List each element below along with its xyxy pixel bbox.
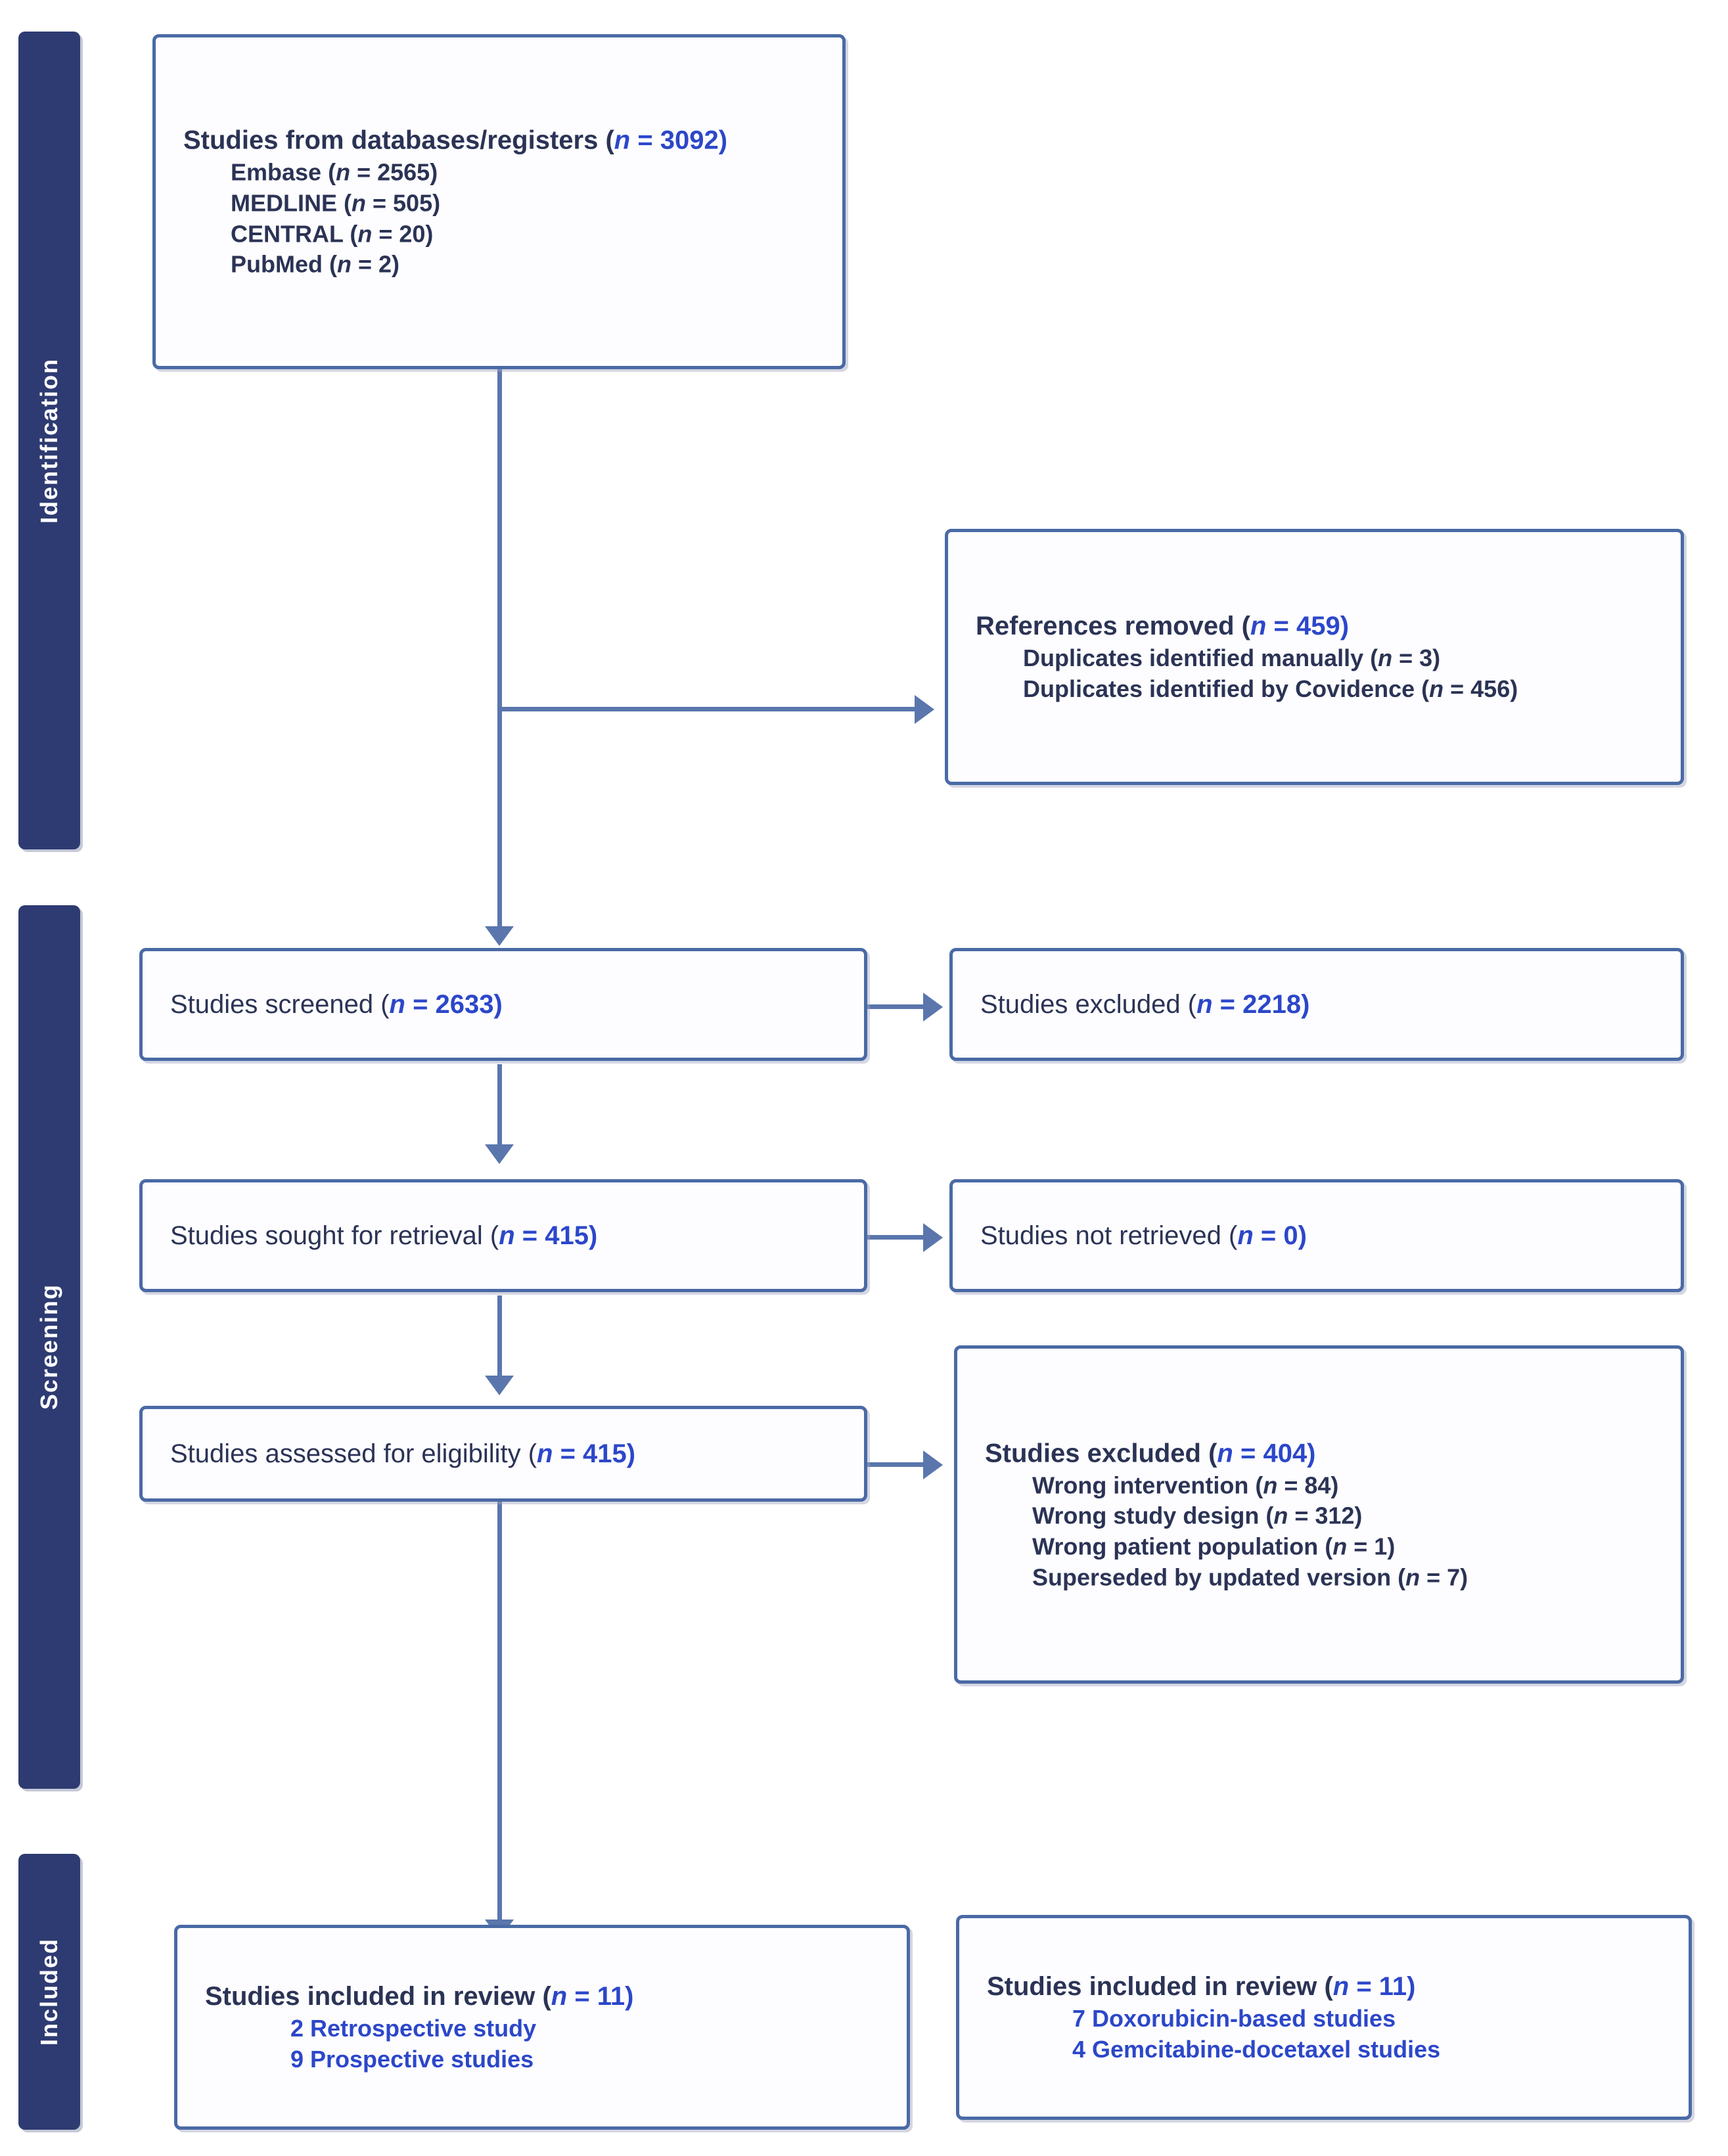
box-studies-included-left: Studies included in review (n = 11) 2 Re… bbox=[174, 1925, 910, 2130]
box-studies-included-right: Studies included in review (n = 11) 7 Do… bbox=[956, 1915, 1692, 2120]
box-excluded-reason: Superseded by updated version (n = 7) bbox=[1032, 1563, 1468, 1591]
arrowhead-to-screened bbox=[485, 926, 514, 946]
box-included-left-item: 9 Prospective studies bbox=[290, 2046, 534, 2073]
connector-databases-to-screened bbox=[497, 368, 502, 934]
connector-to-references-removed bbox=[497, 707, 918, 711]
box-included-right-item: 4 Gemcitabine-docetaxel studies bbox=[1072, 2036, 1441, 2063]
connector-screened-to-sought bbox=[497, 1064, 502, 1150]
box-references-removed-item: Duplicates identified by Covidence (n = … bbox=[1023, 675, 1518, 702]
box-studies-excluded-screening-title: Studies excluded (n = 2218) bbox=[980, 990, 1310, 1019]
connector-sought-to-assessed bbox=[497, 1295, 502, 1381]
stage-bar-included: Included bbox=[18, 1854, 80, 2130]
box-databases-item: PubMed (n = 2) bbox=[231, 250, 400, 278]
box-databases-item: MEDLINE (n = 505) bbox=[231, 189, 441, 217]
box-studies-sought-for-retrieval: Studies sought for retrieval (n = 415) bbox=[139, 1179, 867, 1292]
box-studies-not-retrieved-title: Studies not retrieved (n = 0) bbox=[980, 1221, 1307, 1250]
arrowhead-to-references-removed bbox=[915, 695, 934, 724]
arrowhead-sought-to-assessed bbox=[485, 1376, 514, 1395]
box-references-removed-title: References removed (n = 459) bbox=[976, 612, 1350, 641]
box-included-right-title: Studies included in review (n = 11) bbox=[987, 1972, 1416, 2002]
box-included-left-item: 2 Retrospective study bbox=[290, 2015, 537, 2042]
box-studies-assessed-for-eligibility: Studies assessed for eligibility (n = 41… bbox=[139, 1406, 867, 1502]
arrowhead-screened-to-excluded bbox=[923, 993, 943, 1022]
stage-label-identification: Identification bbox=[35, 357, 62, 524]
box-studies-excluded-eligibility: Studies excluded (n = 404) Wrong interve… bbox=[954, 1345, 1684, 1684]
arrowhead-assessed-to-excluded bbox=[923, 1450, 943, 1479]
connector-assessed-to-included bbox=[497, 1501, 502, 1935]
box-studies-screened-title: Studies screened (n = 2633) bbox=[170, 990, 503, 1019]
box-databases-title: Studies from databases/registers (n = 30… bbox=[183, 125, 728, 155]
connector-assessed-to-excluded bbox=[867, 1462, 926, 1467]
box-included-left-title: Studies included in review (n = 11) bbox=[205, 1982, 634, 2011]
box-databases-item: Embase (n = 2565) bbox=[231, 158, 438, 186]
box-studies-assessed-title: Studies assessed for eligibility (n = 41… bbox=[170, 1439, 636, 1468]
box-excluded-reason: Wrong study design (n = 312) bbox=[1032, 1502, 1363, 1529]
stage-bar-screening: Screening bbox=[18, 905, 80, 1789]
stage-bar-identification: Identification bbox=[18, 32, 80, 849]
arrowhead-screened-to-sought bbox=[485, 1144, 514, 1164]
connector-screened-to-excluded bbox=[867, 1004, 926, 1009]
box-studies-excluded-eligibility-title: Studies excluded (n = 404) bbox=[985, 1438, 1316, 1468]
box-excluded-reason: Wrong patient population (n = 1) bbox=[1032, 1533, 1396, 1560]
arrowhead-sought-to-not-retrieved bbox=[923, 1223, 943, 1252]
box-databases-item: CENTRAL (n = 20) bbox=[231, 220, 434, 247]
box-references-removed: References removed (n = 459) Duplicates … bbox=[945, 529, 1684, 785]
box-included-right-item: 7 Doxorubicin-based studies bbox=[1072, 2005, 1396, 2032]
box-studies-screened: Studies screened (n = 2633) bbox=[139, 948, 867, 1061]
box-excluded-reason: Wrong intervention (n = 84) bbox=[1032, 1471, 1339, 1498]
connector-sought-to-not-retrieved bbox=[867, 1235, 926, 1240]
box-references-removed-item: Duplicates identified manually (n = 3) bbox=[1023, 644, 1441, 672]
box-studies-not-retrieved: Studies not retrieved (n = 0) bbox=[949, 1179, 1684, 1292]
box-studies-from-databases: Studies from databases/registers (n = 30… bbox=[152, 34, 846, 369]
box-studies-sought-title: Studies sought for retrieval (n = 415) bbox=[170, 1221, 598, 1250]
stage-label-included: Included bbox=[35, 1937, 62, 2046]
box-studies-excluded-screening: Studies excluded (n = 2218) bbox=[949, 948, 1684, 1061]
stage-label-screening: Screening bbox=[35, 1284, 62, 1410]
